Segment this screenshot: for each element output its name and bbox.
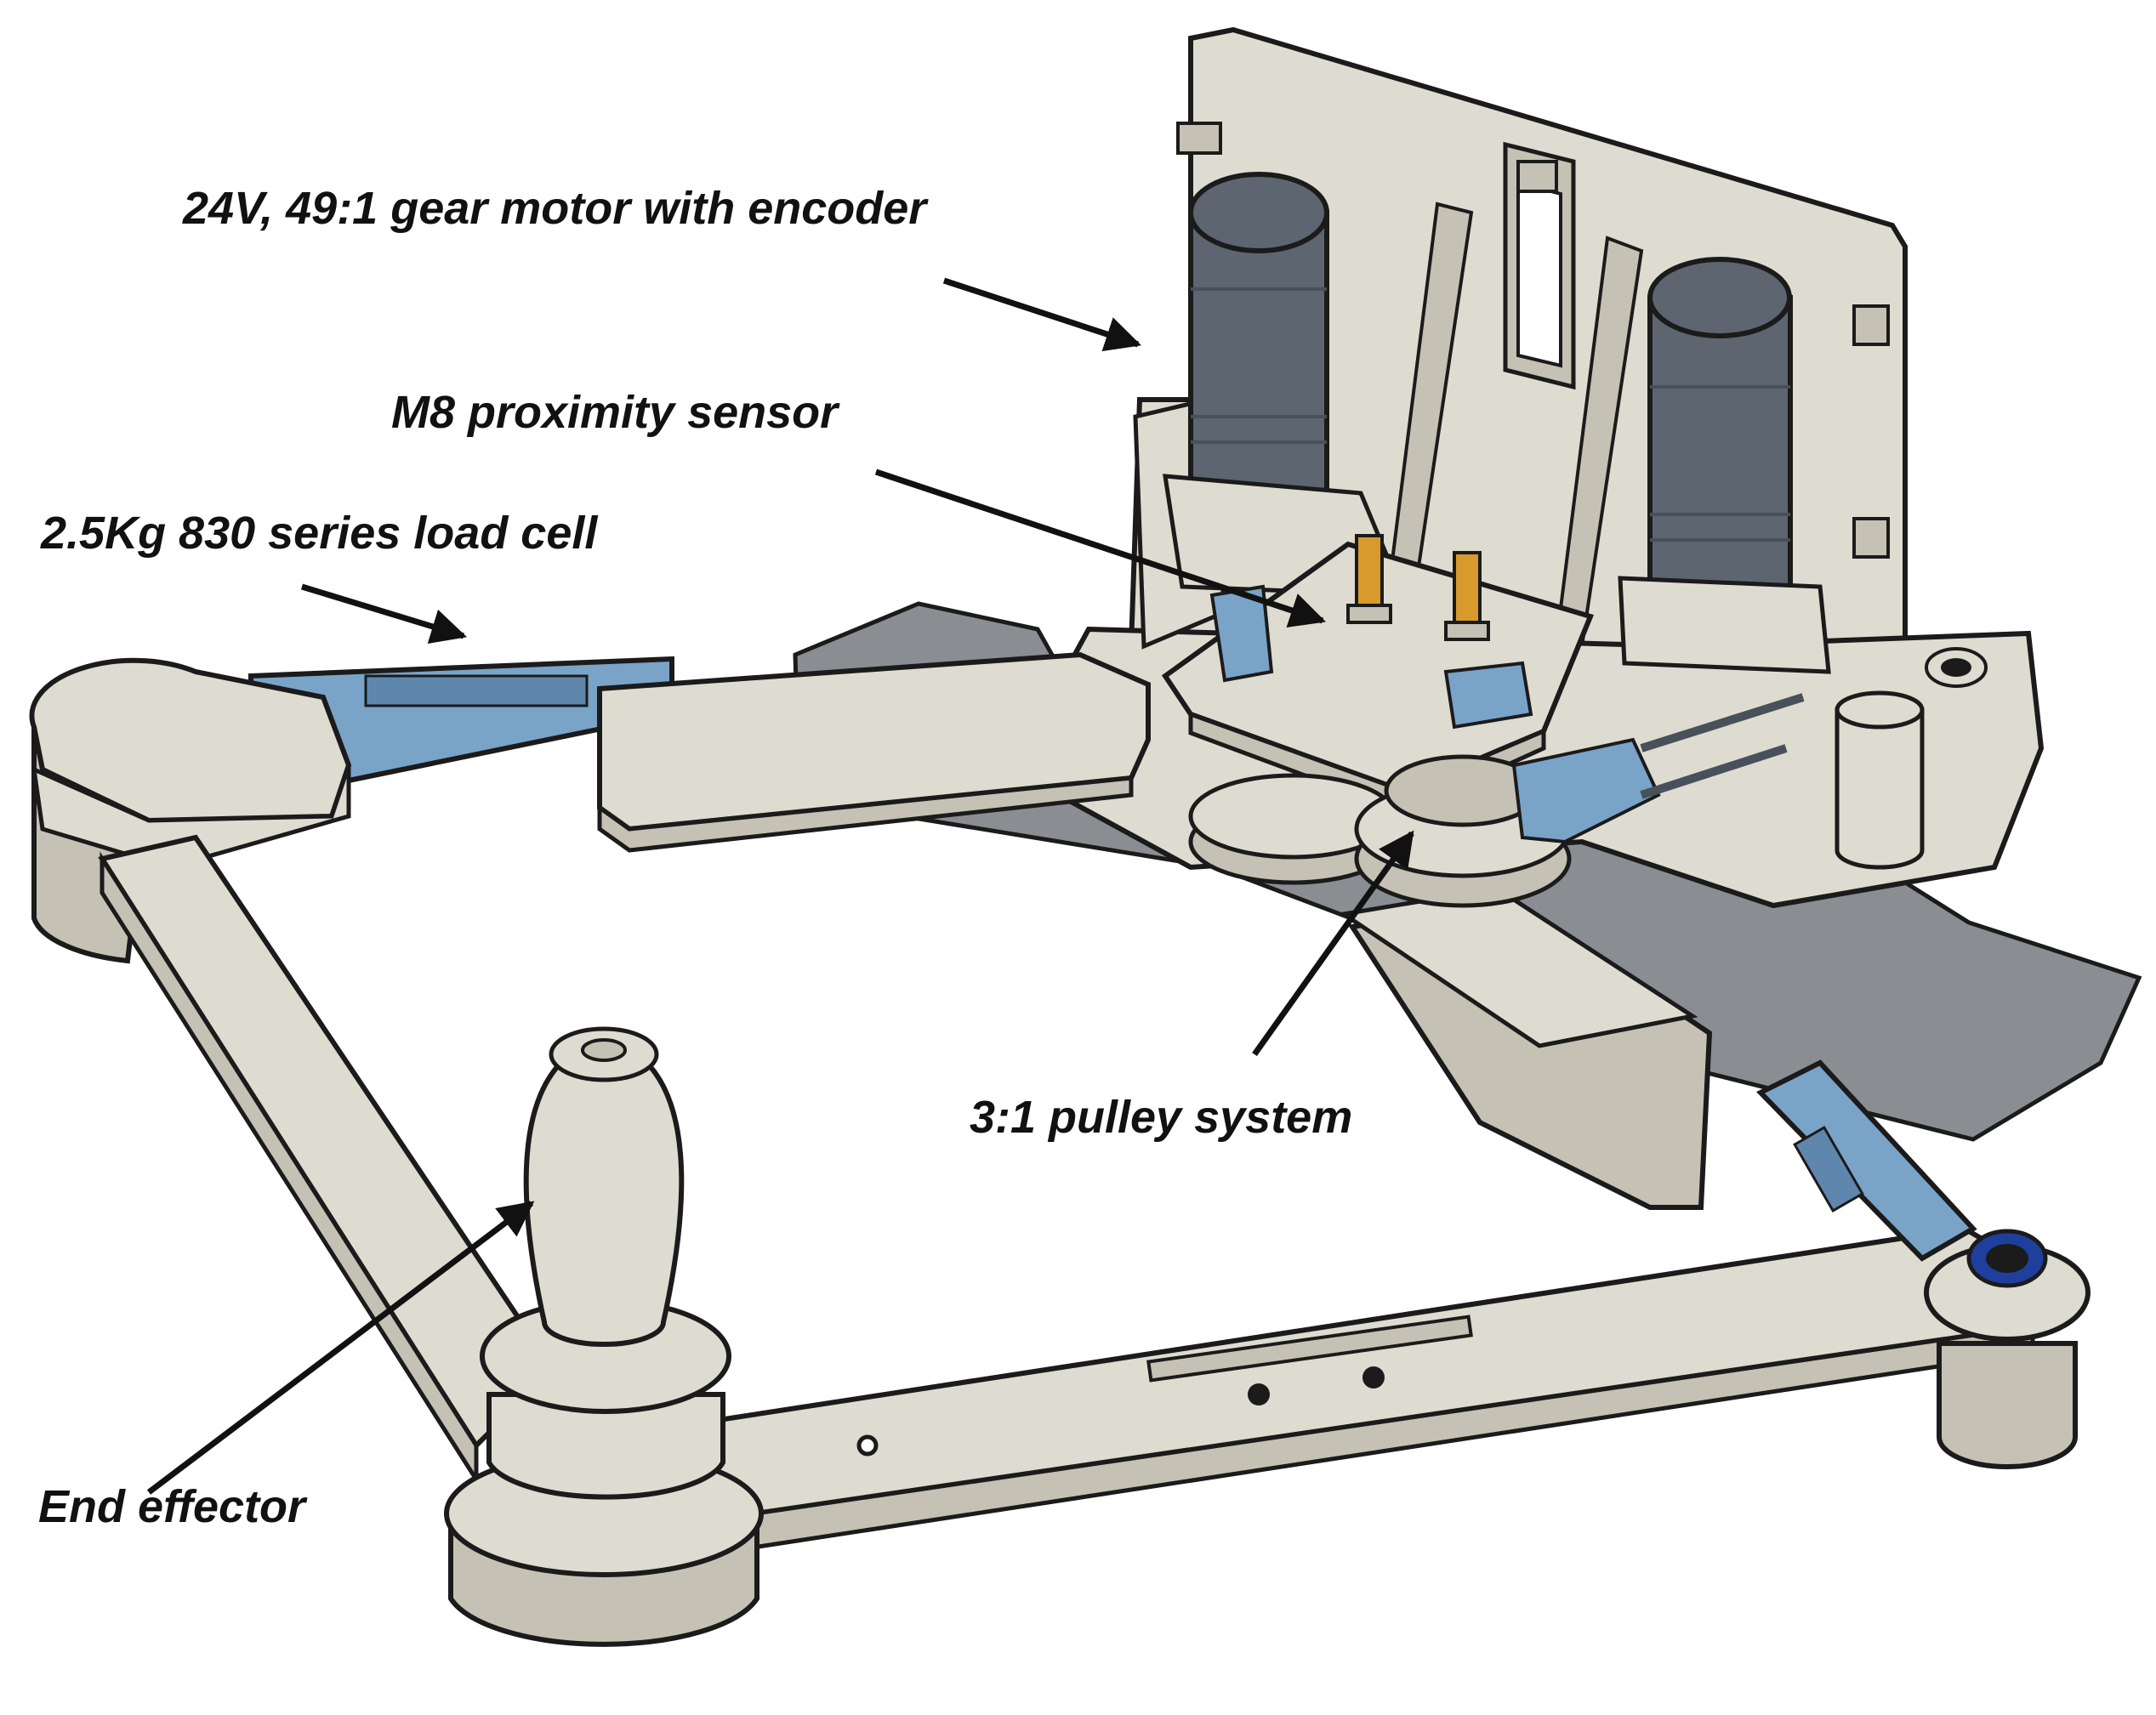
right-load-cell [1755,1059,1977,1262]
load-cell-arrow [300,583,468,645]
motor-label: 24V, 49:1 gear motor with encoder [183,183,927,234]
motor-arrow [942,277,1141,352]
support-post [1835,690,1925,870]
pillow-blocks [1209,584,1533,730]
right-joint [1924,1229,2091,1469]
pulley-arrow [1252,830,1414,1057]
pulley-label: 3:1 pulley system [970,1092,1353,1143]
load-cell-label: 2.5Kg 830 series load cell [41,508,598,559]
front-arm [661,1225,2040,1559]
sensor-arrow [874,469,1326,628]
sensor-label: M8 proximity sensor [391,387,839,438]
pulley-system [1188,693,1805,908]
gear-motor-right [1618,257,1831,674]
end-effector-arrow [146,1201,535,1495]
end-effector-assembly [444,1026,764,1647]
end-effector-label: End effector [38,1481,306,1532]
left-lower-arm [98,834,556,1487]
callout-arrows [146,277,1414,1495]
upper-arm [597,651,1151,853]
